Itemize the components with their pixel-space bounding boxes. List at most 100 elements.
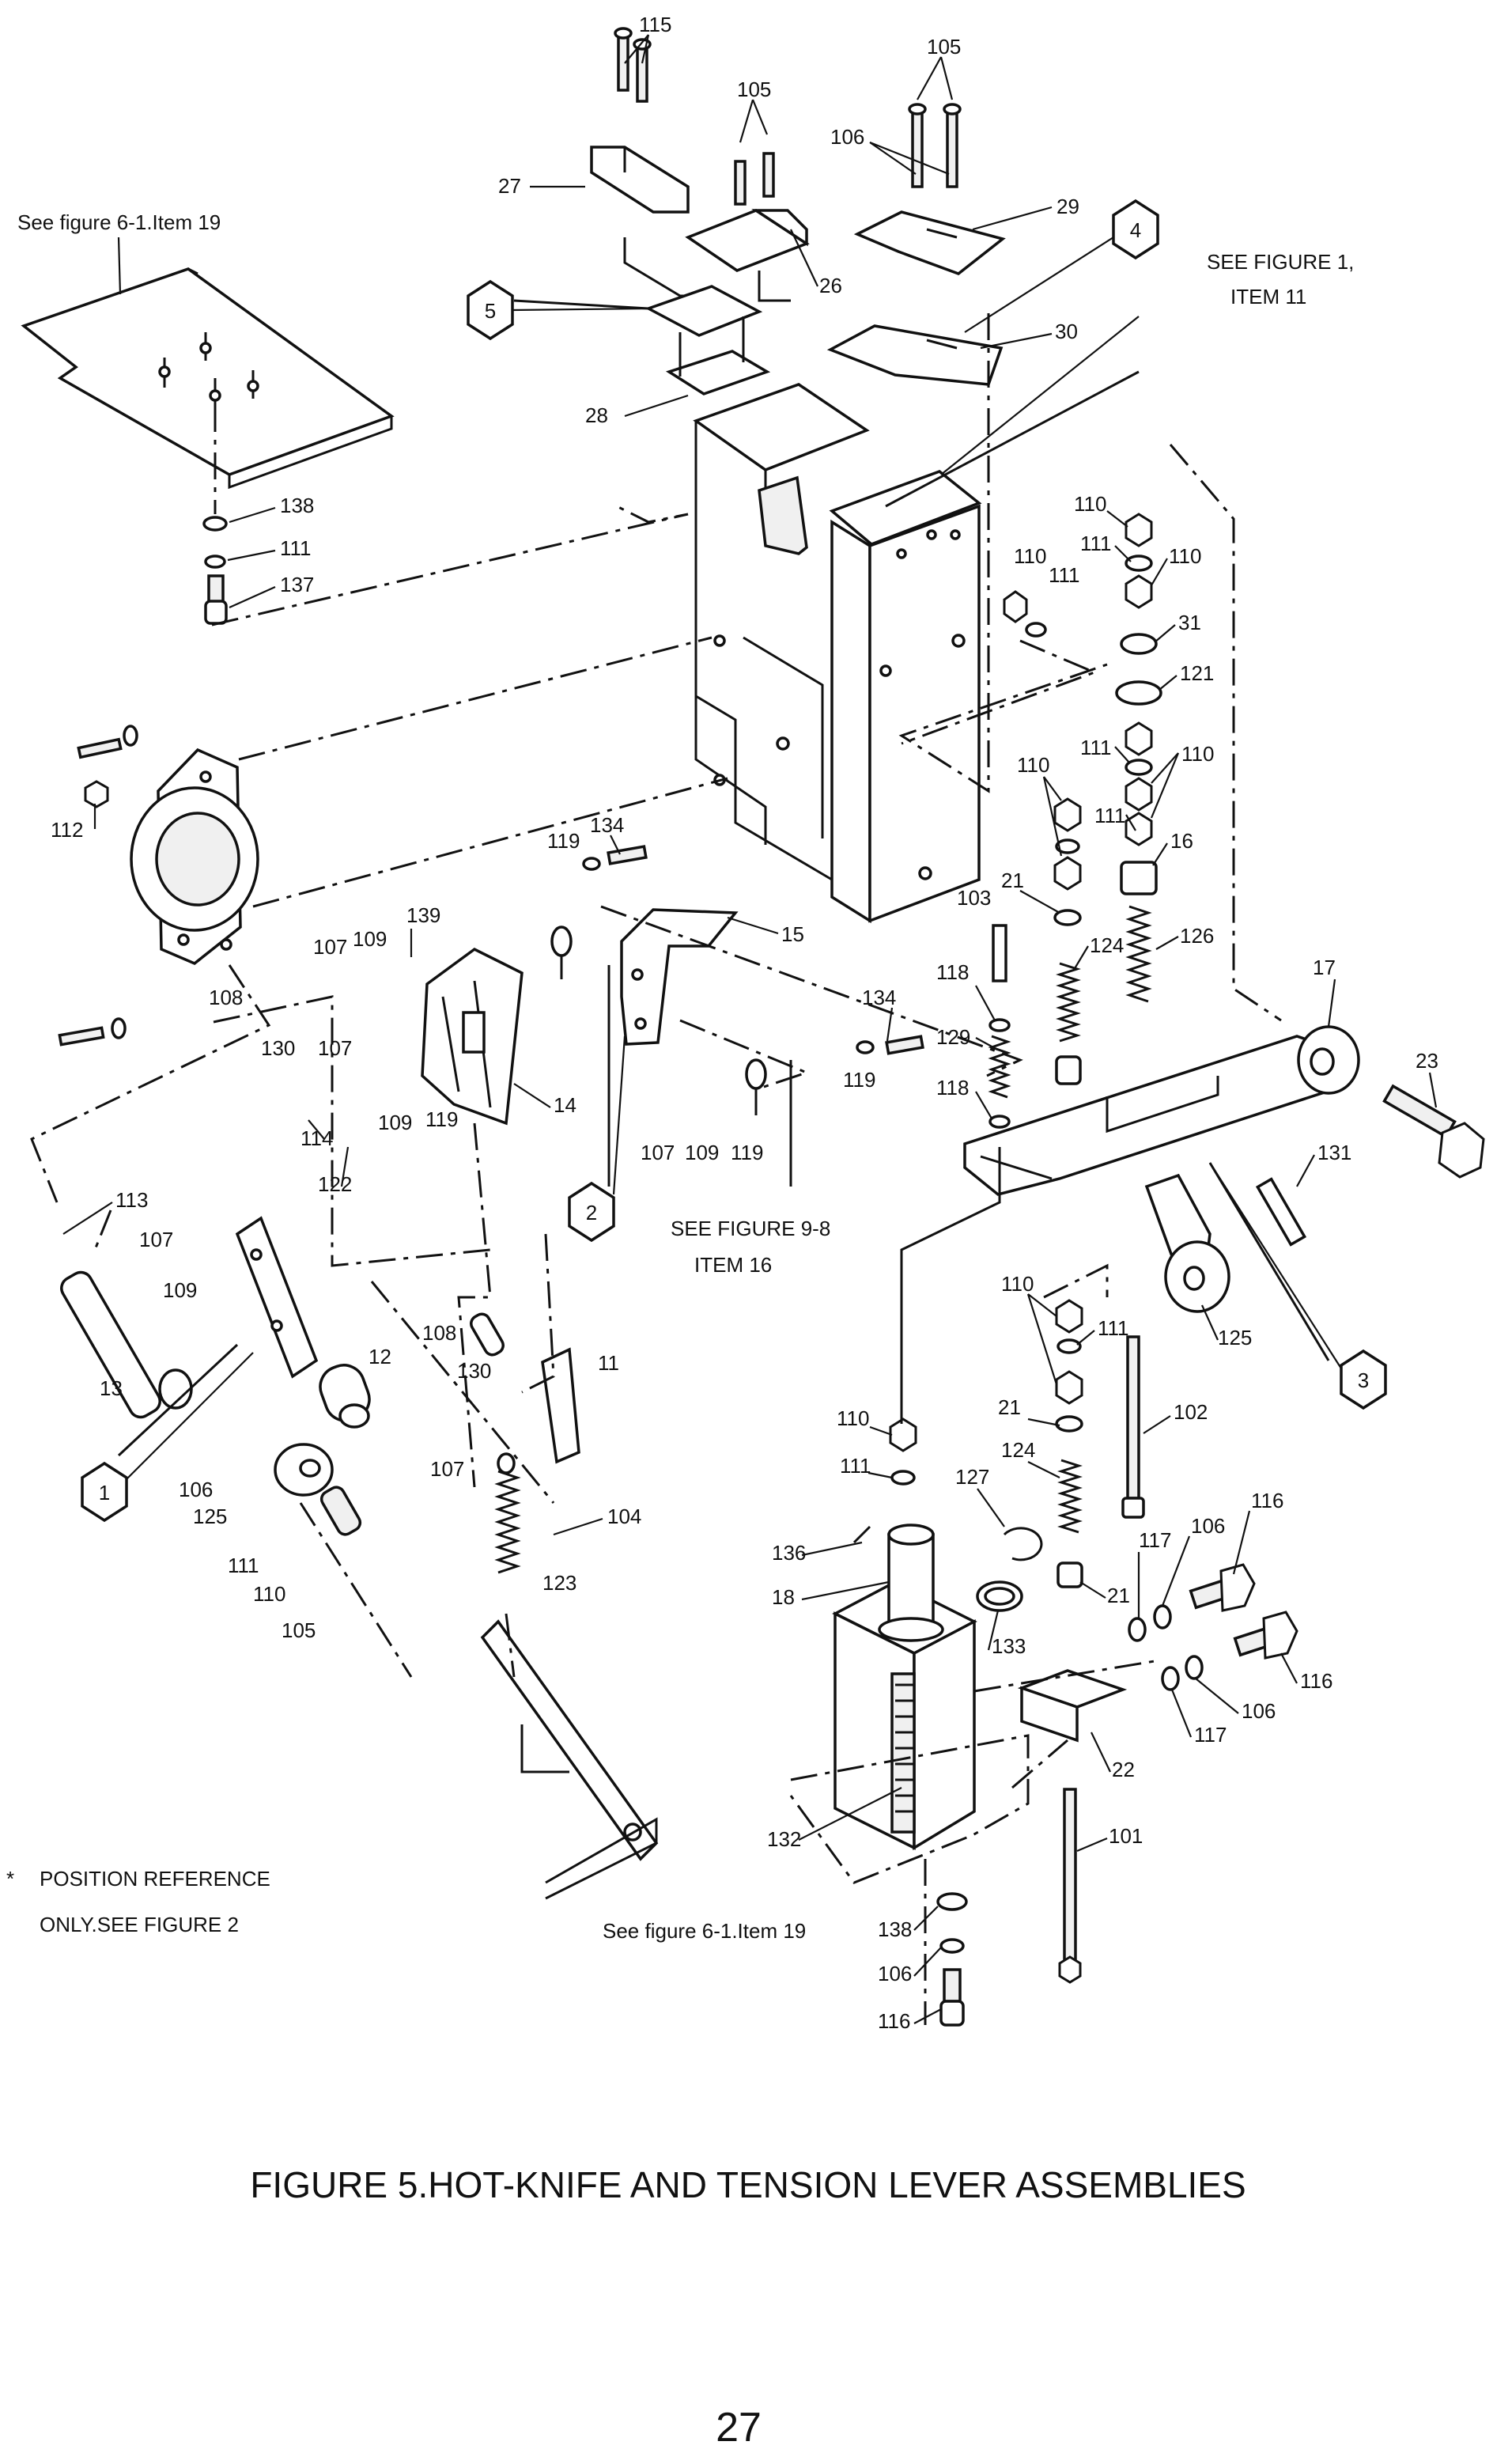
callout-110-b: 110: [1169, 544, 1201, 568]
callout-122: 122: [318, 1172, 352, 1196]
callout-27: 27: [498, 174, 521, 198]
callout-106-a: 106: [179, 1478, 213, 1501]
note-position-reference-line2: ONLY.SEE FIGURE 2: [40, 1913, 239, 1936]
callout-106-top: 106: [830, 125, 864, 149]
callout-16: 16: [1170, 829, 1193, 853]
bracket-26: [685, 152, 810, 302]
shaft-13: [60, 1270, 193, 1419]
bolt-116-b: [1161, 1611, 1298, 1691]
callout-107-b: 107: [318, 1036, 352, 1060]
callout-119-b: 119: [843, 1068, 875, 1092]
callout-127: 127: [955, 1465, 989, 1489]
lever-14: [421, 947, 524, 1126]
callout-106-b: 106: [1191, 1514, 1225, 1538]
note-asterisk: *: [6, 1867, 14, 1891]
spring-123: [494, 1452, 521, 1574]
screw-134-left: [582, 845, 648, 871]
callout-labels: 115 105 105 106 27 29 26 28 30 138 111 1…: [51, 13, 1438, 2033]
plate-29: [853, 103, 1006, 275]
nut-washer-stack-right: [1115, 513, 1162, 895]
callout-119-d: 119: [731, 1141, 763, 1164]
callout-21-a: 21: [1001, 869, 1024, 892]
screw-134-right: [856, 1035, 924, 1055]
callout-12: 12: [369, 1345, 391, 1368]
svg-text:2: 2: [586, 1201, 597, 1224]
callout-111-f: 111: [840, 1454, 871, 1478]
callout-132: 132: [767, 1827, 801, 1851]
plunger-18: [852, 1524, 944, 1642]
callout-134-a: 134: [590, 813, 624, 837]
lever-12: [235, 1216, 319, 1379]
screw-101: [1058, 1788, 1082, 1984]
callout-121: 121: [1180, 661, 1214, 685]
callout-108-b: 108: [422, 1321, 456, 1345]
callout-118-a: 118: [936, 960, 969, 984]
callout-116-a: 116: [1251, 1489, 1283, 1512]
note-see-figure-1-line2: ITEM 11: [1230, 285, 1306, 308]
figure-caption: FIGURE 5.HOT-KNIFE AND TENSION LEVER ASS…: [250, 2164, 1246, 2205]
callout-110-d: 110: [1017, 753, 1049, 777]
callout-109-d: 109: [163, 1278, 197, 1302]
callout-111-c: 111: [1080, 736, 1112, 759]
callout-111-d: 111: [1094, 804, 1126, 827]
callout-109-a: 109: [353, 927, 387, 951]
callout-108-a: 108: [209, 986, 243, 1009]
roller-125-right: [1164, 1240, 1230, 1313]
callout-101: 101: [1109, 1824, 1143, 1848]
svg-text:4: 4: [1130, 218, 1141, 242]
bearing-block: [130, 748, 259, 966]
callout-126: 126: [1180, 924, 1214, 948]
callout-116-c: 116: [878, 2009, 910, 2033]
washer-nut-left-110: [1003, 590, 1047, 638]
callout-102: 102: [1174, 1400, 1208, 1424]
callout-110-h: 110: [253, 1582, 285, 1606]
spring-126: [1125, 905, 1152, 1003]
callout-116-b: 116: [1300, 1669, 1332, 1693]
callout-28: 28: [585, 403, 608, 427]
callout-117-a: 117: [1139, 1528, 1171, 1552]
callout-119-a: 119: [547, 829, 580, 853]
lever-11: [470, 1312, 580, 1464]
callout-109-c: 109: [685, 1141, 719, 1164]
callout-13: 13: [100, 1376, 123, 1400]
callout-113: 113: [115, 1188, 148, 1212]
plate-30: [826, 324, 1004, 386]
callout-23: 23: [1416, 1049, 1438, 1073]
assembly-lines: [30, 313, 1282, 2025]
position-ref-1: 1: [81, 1352, 254, 1523]
callout-130-b: 130: [457, 1359, 491, 1383]
callout-106-d: 106: [878, 1962, 912, 1985]
callout-124-a: 124: [1090, 933, 1124, 957]
callout-105-c: 105: [282, 1618, 316, 1642]
callout-119-c: 119: [425, 1107, 458, 1131]
callout-21-c: 21: [1107, 1584, 1130, 1607]
note-see-figure-6-1-top: See figure 6-1.Item 19: [17, 210, 221, 234]
callout-110-a: 110: [1074, 492, 1106, 516]
callout-17: 17: [1313, 956, 1336, 979]
leader-lines: [62, 34, 1438, 2024]
position-ref-3: 3: [1209, 1162, 1387, 1410]
callout-111-e: 111: [1098, 1316, 1129, 1340]
central-housing: [693, 383, 982, 924]
position-ref-5: 5: [467, 279, 649, 341]
position-ref-2: 2: [568, 1035, 626, 1243]
callout-134-b: 134: [862, 986, 896, 1009]
callout-26: 26: [819, 274, 842, 297]
screw-upper-left: [77, 725, 138, 759]
callout-115: 115: [639, 13, 671, 36]
note-see-figure-1-line1: SEE FIGURE 1,: [1207, 250, 1354, 274]
callout-22: 22: [1112, 1758, 1135, 1781]
bracket-27: [590, 27, 729, 316]
callout-110-c: 110: [1014, 544, 1046, 568]
connector-lines: [117, 299, 1330, 1457]
callout-30: 30: [1055, 320, 1078, 343]
callout-138-top: 138: [280, 494, 314, 517]
callout-104: 104: [607, 1505, 641, 1528]
position-ref-4: 4: [964, 199, 1159, 333]
pin-131: [1255, 1177, 1307, 1247]
callout-21-b: 21: [998, 1395, 1021, 1419]
callout-109-b: 109: [378, 1111, 412, 1134]
callout-133: 133: [992, 1634, 1026, 1658]
cover-plate: [21, 267, 395, 490]
callout-136: 136: [772, 1541, 806, 1565]
